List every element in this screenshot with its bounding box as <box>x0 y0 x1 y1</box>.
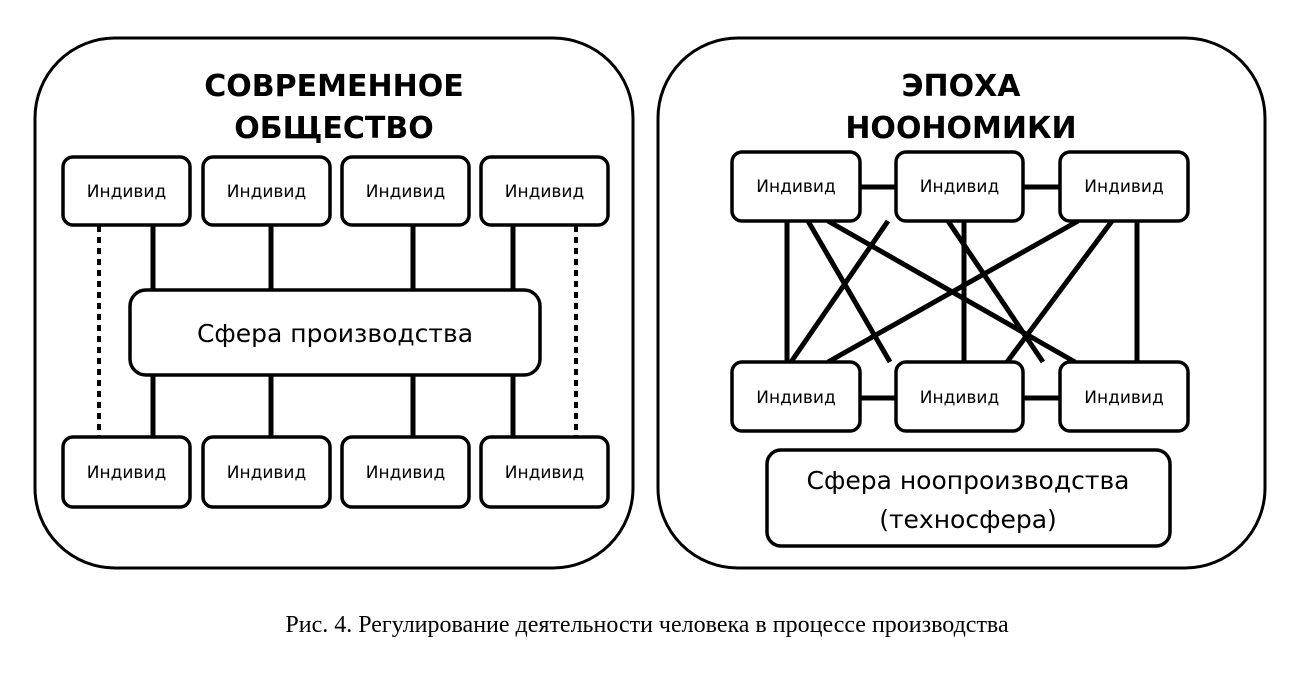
left-top-connectors <box>150 225 516 290</box>
individual-label: Индивид <box>227 463 306 483</box>
individual-box <box>1058 150 1190 223</box>
right-panel-title-line2: НООНОМИКИ <box>845 111 1076 146</box>
left-bottom-individual: Индивид <box>61 435 192 509</box>
noo-production-sphere-label-line2: (техносфера) <box>879 505 1057 534</box>
left-bottom-individual: Индивид <box>479 435 610 509</box>
individual-label: Индивид <box>1084 388 1163 408</box>
individual-label: Индивид <box>505 463 584 483</box>
individual-label: Индивид <box>756 177 835 197</box>
noo-production-sphere-box <box>765 448 1172 548</box>
individual-box <box>730 360 862 433</box>
noo-production-sphere-label-line1: Сфера ноопроизводства <box>806 466 1129 495</box>
network-link <box>788 219 891 364</box>
individual-box <box>201 435 332 509</box>
right-top-individual: Индивид <box>894 150 1025 223</box>
individual-box <box>479 155 610 227</box>
individual-box <box>730 150 862 223</box>
production-sphere-box <box>128 288 542 377</box>
individual-label: Индивид <box>366 182 445 202</box>
right-panel-title-line1: ЭПОХА <box>902 69 1022 104</box>
network-links <box>784 184 1140 401</box>
right-bottom-individual: Индивид <box>730 360 862 433</box>
individual-label: Индивид <box>87 463 166 483</box>
network-link <box>1004 219 1115 364</box>
individual-box <box>340 435 471 509</box>
right-top-individual: Индивид <box>1058 150 1190 223</box>
left-panel-title-line2: ОБЩЕСТВО <box>234 111 433 146</box>
left-top-individual: Индивид <box>61 155 192 227</box>
left-top-individual: Индивид <box>479 155 610 227</box>
individual-label: Индивид <box>366 463 445 483</box>
individual-box <box>340 155 471 227</box>
left-top-individual: Индивид <box>201 155 332 227</box>
individual-box <box>61 435 192 509</box>
individual-label: Индивид <box>505 182 584 202</box>
left-panel-title-line1: СОВРЕМЕННОЕ <box>204 69 463 104</box>
right-bottom-individual: Индивид <box>894 360 1025 433</box>
network-link <box>805 219 893 364</box>
left-panel: СОВРЕМЕННОЕ ОБЩЕСТВО Индивид Индивид <box>33 36 635 570</box>
left-top-individual: Индивид <box>340 155 471 227</box>
individual-label: Индивид <box>920 388 999 408</box>
individual-box <box>479 435 610 509</box>
individual-box <box>61 155 192 227</box>
individual-label: Индивид <box>756 388 835 408</box>
individual-label: Индивид <box>1084 177 1163 197</box>
figure-caption: Рис. 4. Регулирование деятельности челов… <box>285 612 1009 638</box>
individual-box <box>894 360 1025 433</box>
left-bottom-connectors <box>150 375 516 437</box>
individual-box <box>894 150 1025 223</box>
right-bottom-individual: Индивид <box>1058 360 1190 433</box>
right-panel: ЭПОХА НООНОМИКИ Индивид <box>656 36 1267 570</box>
left-bottom-individual: Индивид <box>340 435 471 509</box>
left-bottom-individual: Индивид <box>201 435 332 509</box>
individual-box <box>201 155 332 227</box>
individual-label: Индивид <box>87 182 166 202</box>
individual-label: Индивид <box>920 177 999 197</box>
individual-label: Индивид <box>227 182 306 202</box>
right-top-individual: Индивид <box>730 150 862 223</box>
production-sphere: Сфера производства <box>128 288 542 377</box>
individual-box <box>1058 360 1190 433</box>
noo-production-sphere: Сфера ноопроизводства (техносфера) <box>765 448 1172 548</box>
network-link <box>826 218 1080 365</box>
production-sphere-label: Сфера производства <box>197 319 473 348</box>
